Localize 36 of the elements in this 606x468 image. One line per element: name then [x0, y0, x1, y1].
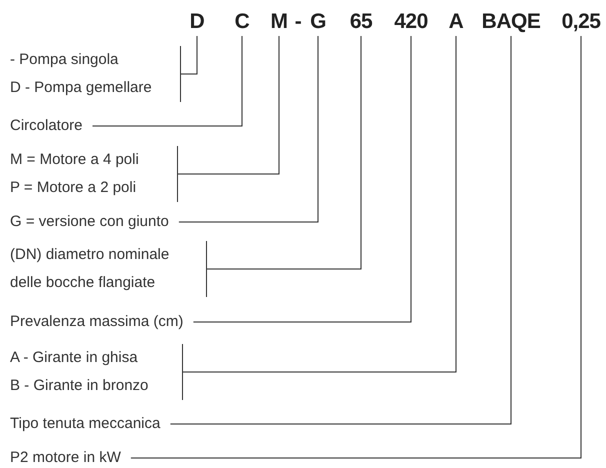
description-text: P2 motore in kW — [10, 444, 121, 468]
code-letter: G — [310, 10, 326, 34]
option-text: - Pompa singola — [10, 50, 118, 70]
option-text: P = Motore a 2 poli — [10, 178, 136, 198]
code-letter: 65 — [350, 10, 372, 34]
option-text: (DN) diametro nominale — [10, 245, 170, 265]
option-text: D - Pompa gemellare — [10, 78, 152, 98]
leader-line — [92, 36, 242, 126]
code-letter: BAQE — [482, 10, 540, 34]
separator-dash: - — [294, 10, 302, 34]
code-letter: C — [234, 10, 250, 34]
description-text: G = versione con giunto — [10, 208, 169, 236]
option-text: A - Girante in ghisa — [10, 348, 138, 368]
code-letter: 0,25 — [562, 10, 600, 34]
bracket — [10, 241, 207, 297]
description-text: Circolatore — [10, 112, 83, 140]
bracket — [10, 146, 178, 202]
option-text: B - Girante in bronzo — [10, 376, 148, 396]
code-letter: 420 — [394, 10, 428, 34]
leader-line — [178, 36, 280, 174]
option-text: delle bocche flangiate — [10, 273, 156, 293]
leader-line — [130, 36, 582, 458]
leader-line — [206, 36, 362, 270]
code-letter: D — [190, 10, 204, 34]
code-letter: A — [448, 10, 464, 34]
leader-line — [170, 36, 512, 424]
leader-line — [178, 36, 318, 222]
option-text: M = Motore a 4 poli — [10, 150, 139, 170]
leader-line — [180, 36, 198, 74]
bracket — [10, 344, 183, 400]
code-letter: M — [270, 10, 288, 34]
bracket — [10, 46, 181, 102]
leader-line — [192, 36, 412, 322]
description-text: Prevalenza massima (cm) — [10, 308, 184, 336]
description-text: Tipo tenuta meccanica — [10, 410, 160, 438]
leader-line — [182, 36, 456, 372]
